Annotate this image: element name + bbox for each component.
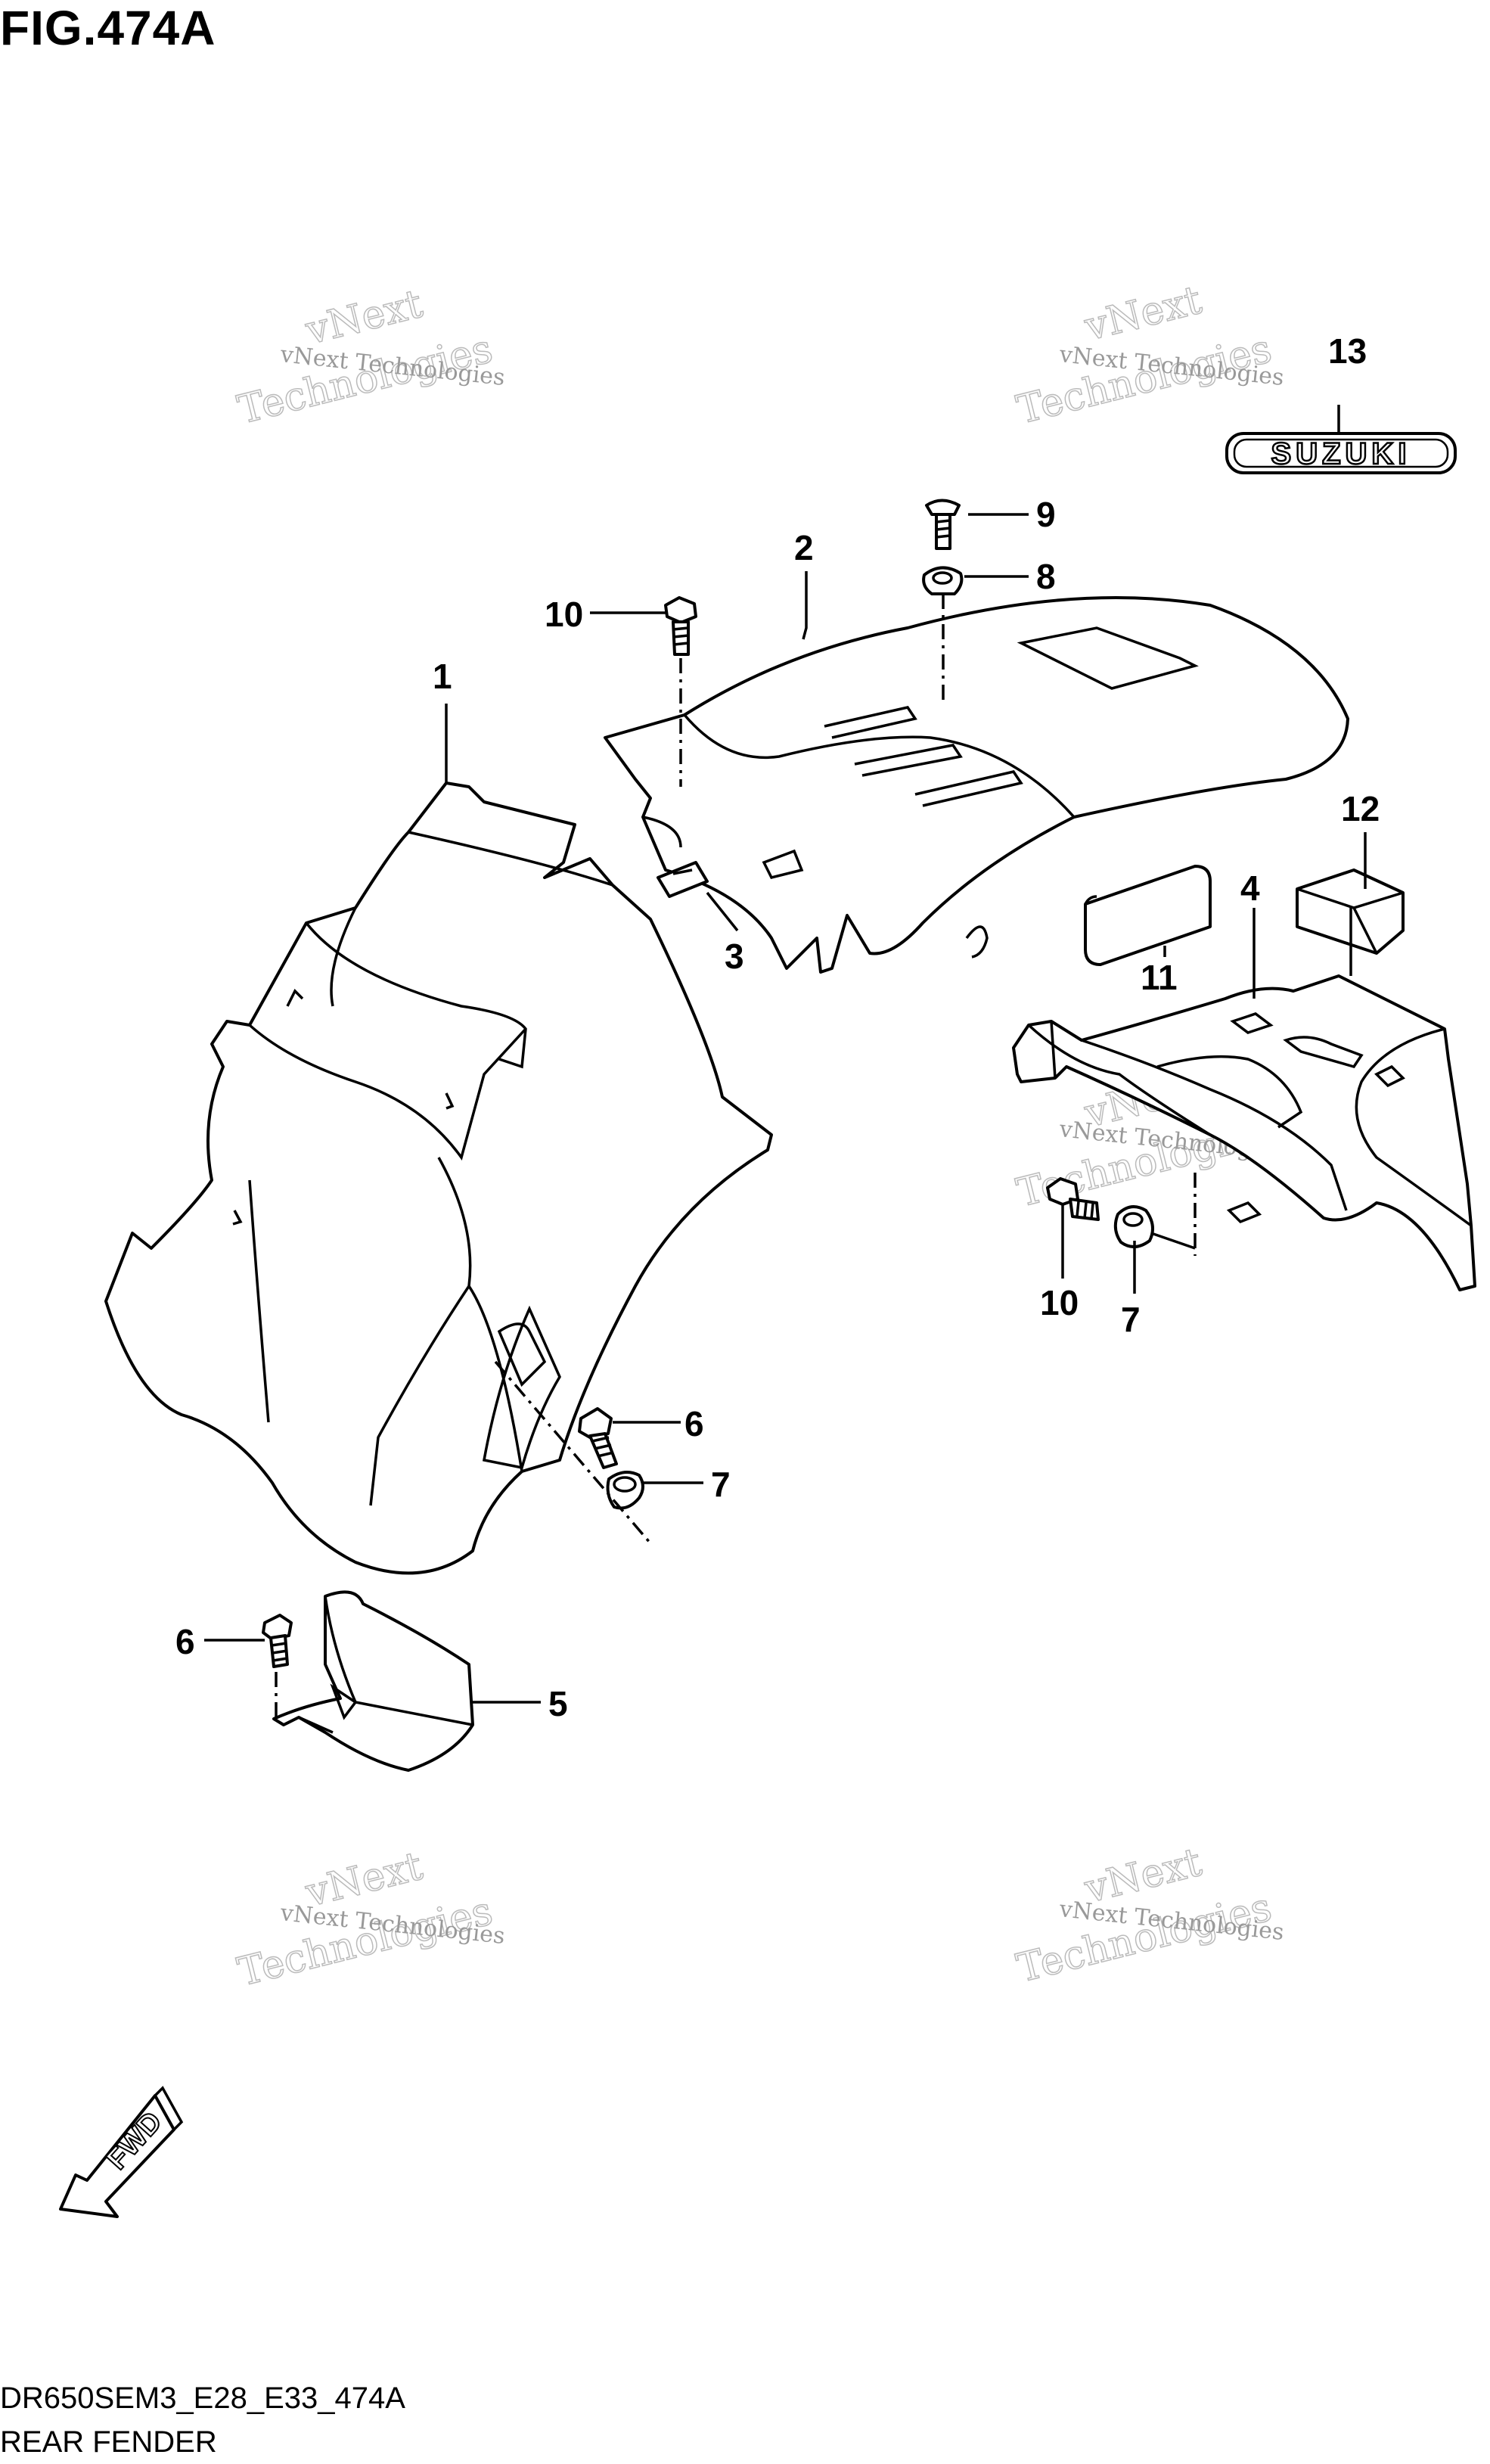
bolt-part-6-upper bbox=[578, 1407, 618, 1469]
callout-3: 3 bbox=[725, 937, 744, 976]
callout-12: 12 bbox=[1341, 789, 1380, 828]
grommet-part-7-lower bbox=[1113, 1205, 1154, 1248]
callout-7-lower: 7 bbox=[1121, 1300, 1141, 1339]
forward-direction-arrow: FWD bbox=[59, 2086, 184, 2218]
leader-lines bbox=[204, 405, 1367, 1704]
watermark-top-left: vNext Technologies vNext Technologies bbox=[233, 281, 506, 433]
reflector-part-11 bbox=[1084, 865, 1212, 966]
callout-4: 4 bbox=[1240, 868, 1260, 908]
screw-part-9 bbox=[925, 499, 961, 550]
bolt-part-10-lower bbox=[1046, 1177, 1100, 1221]
bolt-part-10-upper bbox=[664, 596, 697, 656]
callout-5: 5 bbox=[548, 1684, 568, 1723]
callout-numbers: 1 2 3 4 5 6 6 7 7 8 9 10 10 11 12 13 bbox=[175, 331, 1380, 1723]
watermark-bottom-right: vNext Technologies vNext Technologies bbox=[1012, 1839, 1285, 1992]
callout-8: 8 bbox=[1036, 557, 1056, 596]
callout-11: 11 bbox=[1141, 958, 1178, 997]
rear-fender-bracket-part bbox=[1012, 974, 1476, 1291]
grommet-part-7-upper bbox=[606, 1471, 644, 1510]
callout-6-lower: 6 bbox=[175, 1622, 195, 1661]
svg-text:vNext: vNext bbox=[301, 281, 427, 354]
svg-text:vNext: vNext bbox=[1080, 278, 1206, 350]
suzuki-emblem-part: SUZUKI bbox=[1225, 432, 1457, 474]
callout-10-lower: 10 bbox=[1040, 1283, 1079, 1322]
suzuki-emblem-text: SUZUKI bbox=[1271, 437, 1411, 471]
callout-10-upper: 10 bbox=[545, 595, 583, 634]
figure-code: DR650SEM3_E28_E33_474A bbox=[0, 2382, 405, 2415]
washer-part-8 bbox=[922, 566, 964, 595]
watermark-top-right: vNext Technologies vNext Technologies bbox=[1012, 277, 1285, 433]
callout-7-upper: 7 bbox=[711, 1465, 731, 1504]
watermark-bottom-left: vNext Technologies vNext Technologies bbox=[233, 1843, 506, 1996]
callout-6-upper: 6 bbox=[684, 1404, 704, 1443]
callout-1: 1 bbox=[433, 657, 452, 696]
figure-name: REAR FENDER bbox=[0, 2425, 217, 2459]
callout-9: 9 bbox=[1036, 495, 1056, 534]
assembly-center-lines bbox=[275, 594, 1197, 1717]
clip-part bbox=[657, 861, 709, 898]
inner-fender-part bbox=[104, 781, 773, 1575]
callout-13: 13 bbox=[1328, 331, 1367, 371]
mud-flap-part bbox=[272, 1590, 474, 1772]
upper-rear-fender-part bbox=[604, 596, 1349, 974]
callout-2: 2 bbox=[794, 528, 814, 567]
figure-title: FIG.474A bbox=[0, 1, 216, 55]
bolt-part-6-lower bbox=[262, 1614, 293, 1668]
